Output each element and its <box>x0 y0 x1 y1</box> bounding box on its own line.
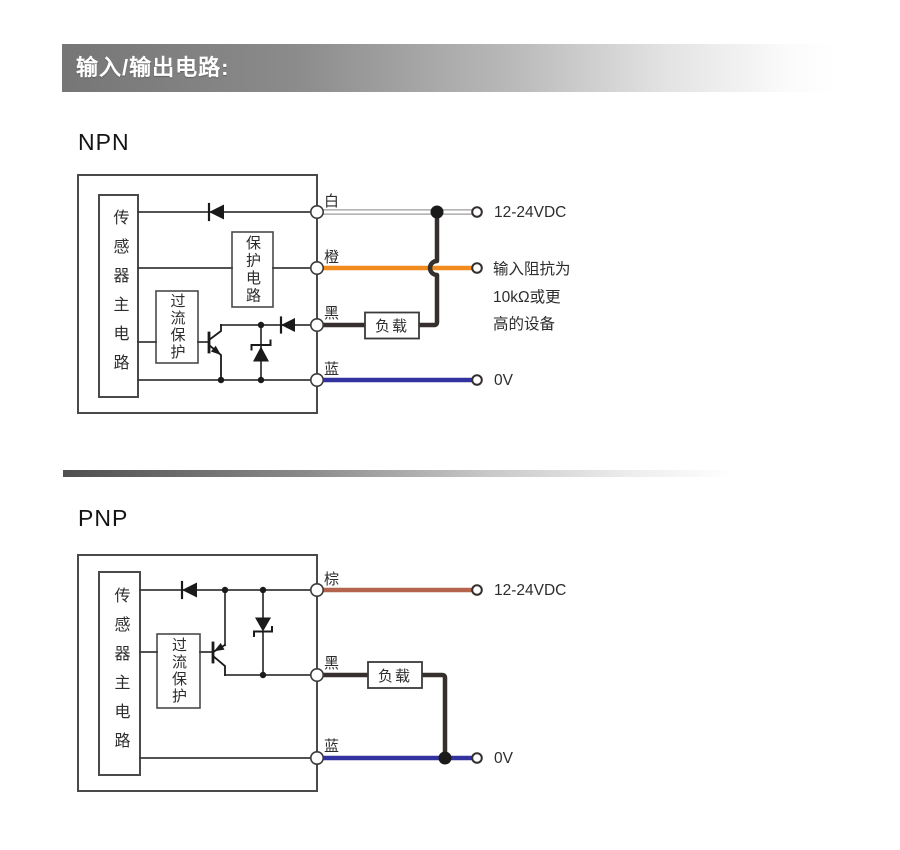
npn-terminals <box>309 205 324 387</box>
pnp-section-title: PNP <box>78 505 129 531</box>
pnp-wire-ends <box>471 584 483 764</box>
pnp-transistor-icon <box>211 641 227 676</box>
pnp-terminal-blue <box>309 750 324 765</box>
section-header-bar: 输入/输出电路: <box>62 44 837 92</box>
npn-circuit-diagram <box>77 174 483 414</box>
npn-section-title: NPN <box>78 129 130 155</box>
npn-input-note-line1: 输入阻抗为 <box>493 261 571 278</box>
npn-transistor-icon <box>207 324 222 381</box>
npn-protection-box <box>231 231 274 308</box>
npn-terminal-black <box>309 317 324 332</box>
section-header-title: 输入/输出电路: <box>76 55 230 80</box>
pnp-end-ground <box>471 752 483 764</box>
npn-output-diode-icon <box>279 316 295 334</box>
npn-white-wire-label: 白 <box>324 193 340 210</box>
npn-load-box-label: 负载 <box>374 318 409 335</box>
npn-sensor-box <box>98 194 139 398</box>
pnp-circuit-diagram <box>77 554 483 792</box>
pnp-blue-wire-label: 蓝 <box>324 738 340 755</box>
npn-internal-wires <box>137 211 318 381</box>
npn-terminal-white <box>309 205 324 220</box>
npn-input-note: 输入阻抗为 10kΩ或更 高的设备 <box>493 256 571 339</box>
npn-junction-dots <box>217 321 265 384</box>
npn-load-box <box>364 311 420 340</box>
pnp-junction-dots <box>221 586 267 679</box>
npn-protection-box-label: 保护电路 <box>244 234 261 305</box>
npn-top-diode-icon <box>207 202 224 222</box>
pnp-overcurrent-box-label: 过流保护 <box>170 637 187 705</box>
npn-outer-box <box>77 174 318 414</box>
pnp-end-power <box>471 584 483 596</box>
pnp-terminal-black <box>309 667 324 682</box>
npn-blue-wire-label: 蓝 <box>324 361 340 378</box>
npn-ground-terminal-text: 0V <box>494 372 513 389</box>
pnp-top-diode-icon <box>180 580 197 600</box>
pnp-black-wire-label: 黑 <box>324 655 340 672</box>
pnp-sensor-box-label: 传感器主电路 <box>111 586 129 761</box>
pnp-terminal-brown <box>309 582 324 597</box>
npn-wire-ends <box>471 206 483 386</box>
pnp-brown-wire-label: 棕 <box>324 571 340 588</box>
npn-end-ground <box>471 374 483 386</box>
section-divider <box>63 470 755 477</box>
pnp-zener-diode-icon <box>253 617 273 637</box>
pnp-power-terminal-text: 12-24VDC <box>494 582 567 599</box>
npn-black-wire-drop <box>416 209 440 328</box>
npn-input-note-line2: 10kΩ或更 <box>493 288 561 306</box>
pnp-overcurrent-box <box>156 633 201 709</box>
npn-power-junction-dot <box>430 205 444 219</box>
npn-orange-wire-label: 橙 <box>324 249 340 266</box>
pnp-load-box <box>367 661 423 689</box>
npn-zener-diode-icon <box>250 339 272 362</box>
npn-terminal-blue <box>309 372 324 387</box>
npn-overcurrent-box-label: 过流保护 <box>168 293 186 361</box>
npn-end-input <box>471 262 483 274</box>
pnp-black-wire-drop <box>419 672 448 761</box>
pnp-sensor-box <box>98 571 141 776</box>
pnp-ground-junction-dot <box>438 751 452 765</box>
pnp-internal-wires <box>139 589 318 759</box>
npn-sensor-box-label: 传感器主电路 <box>110 209 128 383</box>
pnp-ground-terminal-text: 0V <box>494 750 513 767</box>
npn-overcurrent-box <box>155 290 199 364</box>
npn-end-power <box>471 206 483 218</box>
npn-terminal-orange <box>309 260 324 275</box>
pnp-load-box-label: 负载 <box>377 667 412 685</box>
npn-black-wire-label: 黑 <box>324 305 340 322</box>
pnp-terminals <box>309 582 324 765</box>
npn-input-note-line3: 高的设备 <box>493 316 556 333</box>
npn-power-terminal-text: 12-24VDC <box>494 204 567 221</box>
